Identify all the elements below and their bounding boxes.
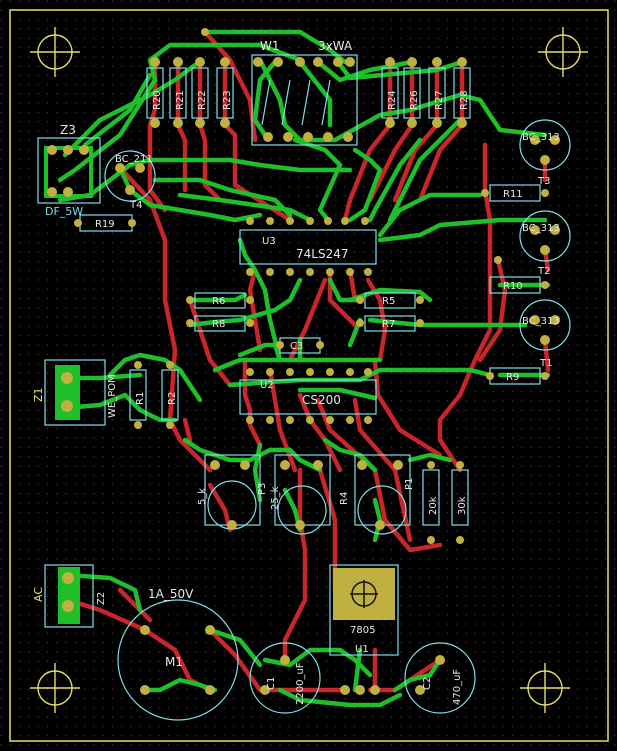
board-outline bbox=[9, 9, 609, 742]
u2-value: CS200 bbox=[302, 393, 341, 407]
z2-label: Z2 bbox=[96, 592, 107, 605]
t1-value: BC_313 bbox=[522, 316, 560, 327]
mounting-hole-top-right bbox=[538, 27, 588, 77]
r4-label: R4 bbox=[339, 492, 350, 505]
terminal-z1 bbox=[55, 365, 80, 420]
r19-label: R19 bbox=[95, 219, 115, 230]
component-pads bbox=[47, 28, 560, 695]
r7-label: R7 bbox=[382, 319, 395, 330]
r6-label: R6 bbox=[212, 296, 225, 307]
r3-value: 20k bbox=[428, 496, 439, 515]
terminal-z2 bbox=[58, 567, 80, 624]
t3-label: T3 bbox=[537, 176, 550, 187]
r21-label: R21 bbox=[175, 90, 186, 110]
z3-label: Z3 bbox=[60, 123, 76, 137]
r2-label: R2 bbox=[167, 392, 178, 405]
top-layer-traces bbox=[57, 29, 551, 708]
c2-value: 470_uF bbox=[452, 669, 463, 705]
t3-value: BC_313 bbox=[522, 132, 560, 143]
z3-value: DF_5W bbox=[45, 205, 83, 218]
mounting-hole-top-left bbox=[30, 27, 80, 77]
r22-label: R22 bbox=[197, 90, 208, 110]
r27-label: R27 bbox=[434, 90, 445, 110]
z1-value: WE_POM bbox=[107, 374, 118, 418]
c1-label: C1 bbox=[266, 677, 277, 690]
r11-label: R11 bbox=[503, 189, 523, 200]
r5-label: R5 bbox=[382, 296, 395, 307]
r26-label: R26 bbox=[409, 90, 420, 110]
c2-label: C2 bbox=[422, 677, 433, 690]
p3-label: P3 bbox=[257, 483, 268, 495]
p1-label: P1 bbox=[404, 478, 415, 490]
c3-label: C3 bbox=[290, 341, 303, 352]
c1-value: 2200_uF bbox=[295, 662, 306, 705]
t2-label: T2 bbox=[537, 266, 550, 277]
t4-label: T4 bbox=[129, 200, 142, 211]
u3-value: 74LS247 bbox=[296, 247, 348, 261]
r10-label: R10 bbox=[503, 281, 523, 292]
z1-label: Z1 bbox=[32, 387, 45, 402]
w1-label: W1 bbox=[260, 39, 280, 53]
r23-label: R23 bbox=[222, 90, 233, 110]
t1-label: T1 bbox=[539, 358, 552, 369]
m1-value: 1A_50V bbox=[148, 587, 194, 601]
p2-value: 25_k bbox=[270, 486, 281, 510]
w1-value: 3xWA bbox=[318, 39, 353, 53]
mounting-hole-bottom-right bbox=[520, 663, 570, 713]
r28-label: R28 bbox=[459, 90, 470, 110]
mounting-hole-bottom-left bbox=[30, 663, 80, 713]
r24-label: R24 bbox=[387, 90, 398, 110]
p3-value: 5_k bbox=[197, 488, 208, 505]
r-30k-value: 30k bbox=[457, 496, 468, 515]
m1-label: M1 bbox=[165, 655, 183, 669]
u1-label: U1 bbox=[355, 644, 369, 655]
r1-label: R1 bbox=[135, 392, 146, 405]
u3-label: U3 bbox=[262, 236, 276, 247]
r9-label: R9 bbox=[506, 372, 519, 383]
z2-value: AC bbox=[32, 587, 45, 602]
t4-value: BC_211 bbox=[115, 154, 153, 165]
r8-label: R8 bbox=[212, 319, 225, 330]
u1-value: 7805 bbox=[350, 625, 375, 636]
u2-label: U2 bbox=[260, 380, 274, 391]
t2-value: BC_313 bbox=[522, 223, 560, 234]
r20-label: R20 bbox=[152, 90, 163, 110]
